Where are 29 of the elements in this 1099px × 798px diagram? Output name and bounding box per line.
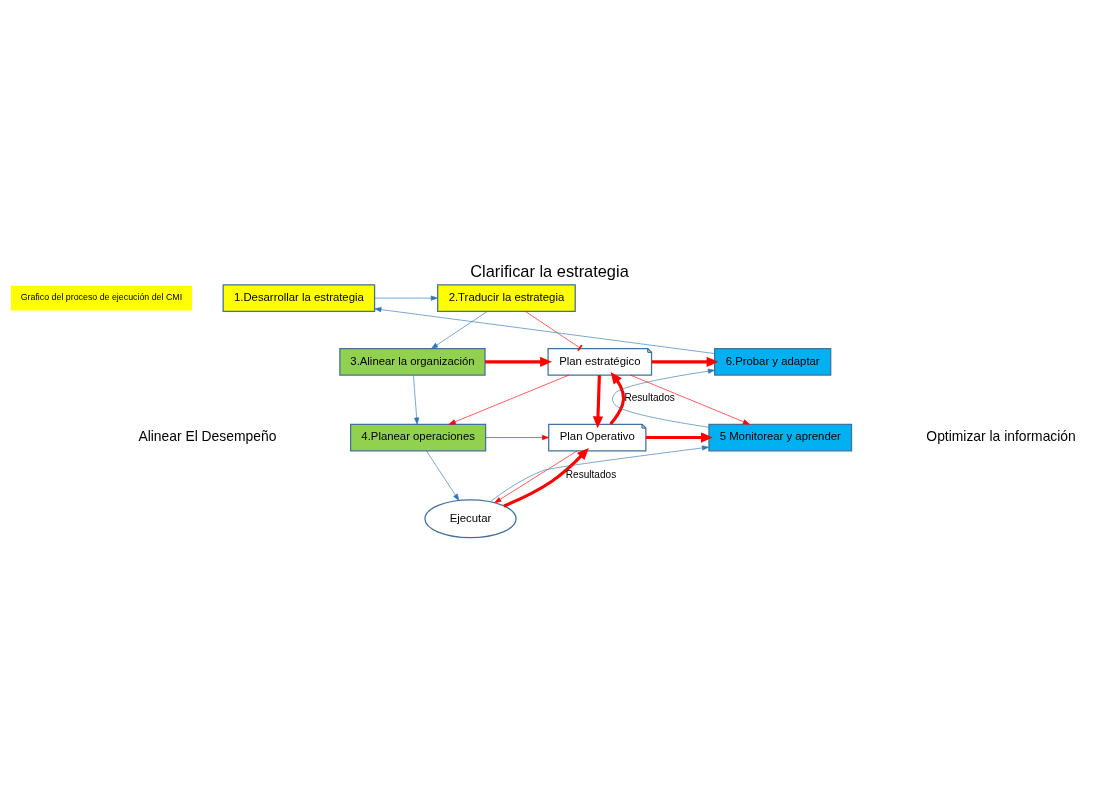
edge-label: Resultados <box>624 391 675 403</box>
arrow <box>612 368 715 428</box>
label: Alinear El Desempeño <box>138 427 277 444</box>
node-box: 2.Traducir la estrategia <box>437 283 576 312</box>
node-box: Grafico del proceso de ejecución del CMI <box>10 285 192 310</box>
node-box: 1.Desarrollar la estrategia <box>222 283 376 312</box>
node-box: 3.Alinear la organización <box>339 347 486 376</box>
arrow <box>374 295 438 301</box>
arrow <box>645 431 713 443</box>
node-box: 4.Planear operaciones <box>350 423 487 451</box>
edge-label: Resultados <box>565 468 617 480</box>
arrow <box>651 356 719 367</box>
diagram-title: Clarificar la estrategia <box>470 261 629 280</box>
node-box: 6.Probar y adaptar <box>714 347 832 376</box>
label: Optimizar la información <box>926 427 1076 444</box>
arrow <box>413 374 420 425</box>
arrow <box>494 450 578 503</box>
arrow <box>592 374 604 428</box>
connector <box>525 310 583 351</box>
node-box: 5 Monitorear y aprender <box>708 423 853 451</box>
arrow <box>448 374 570 425</box>
arrow <box>485 356 552 367</box>
arrow <box>426 450 460 501</box>
arrow <box>503 447 589 507</box>
arrow <box>431 310 488 349</box>
arrow <box>630 374 750 425</box>
arrow <box>609 371 626 425</box>
arrow <box>489 444 709 502</box>
arrow <box>485 434 549 440</box>
